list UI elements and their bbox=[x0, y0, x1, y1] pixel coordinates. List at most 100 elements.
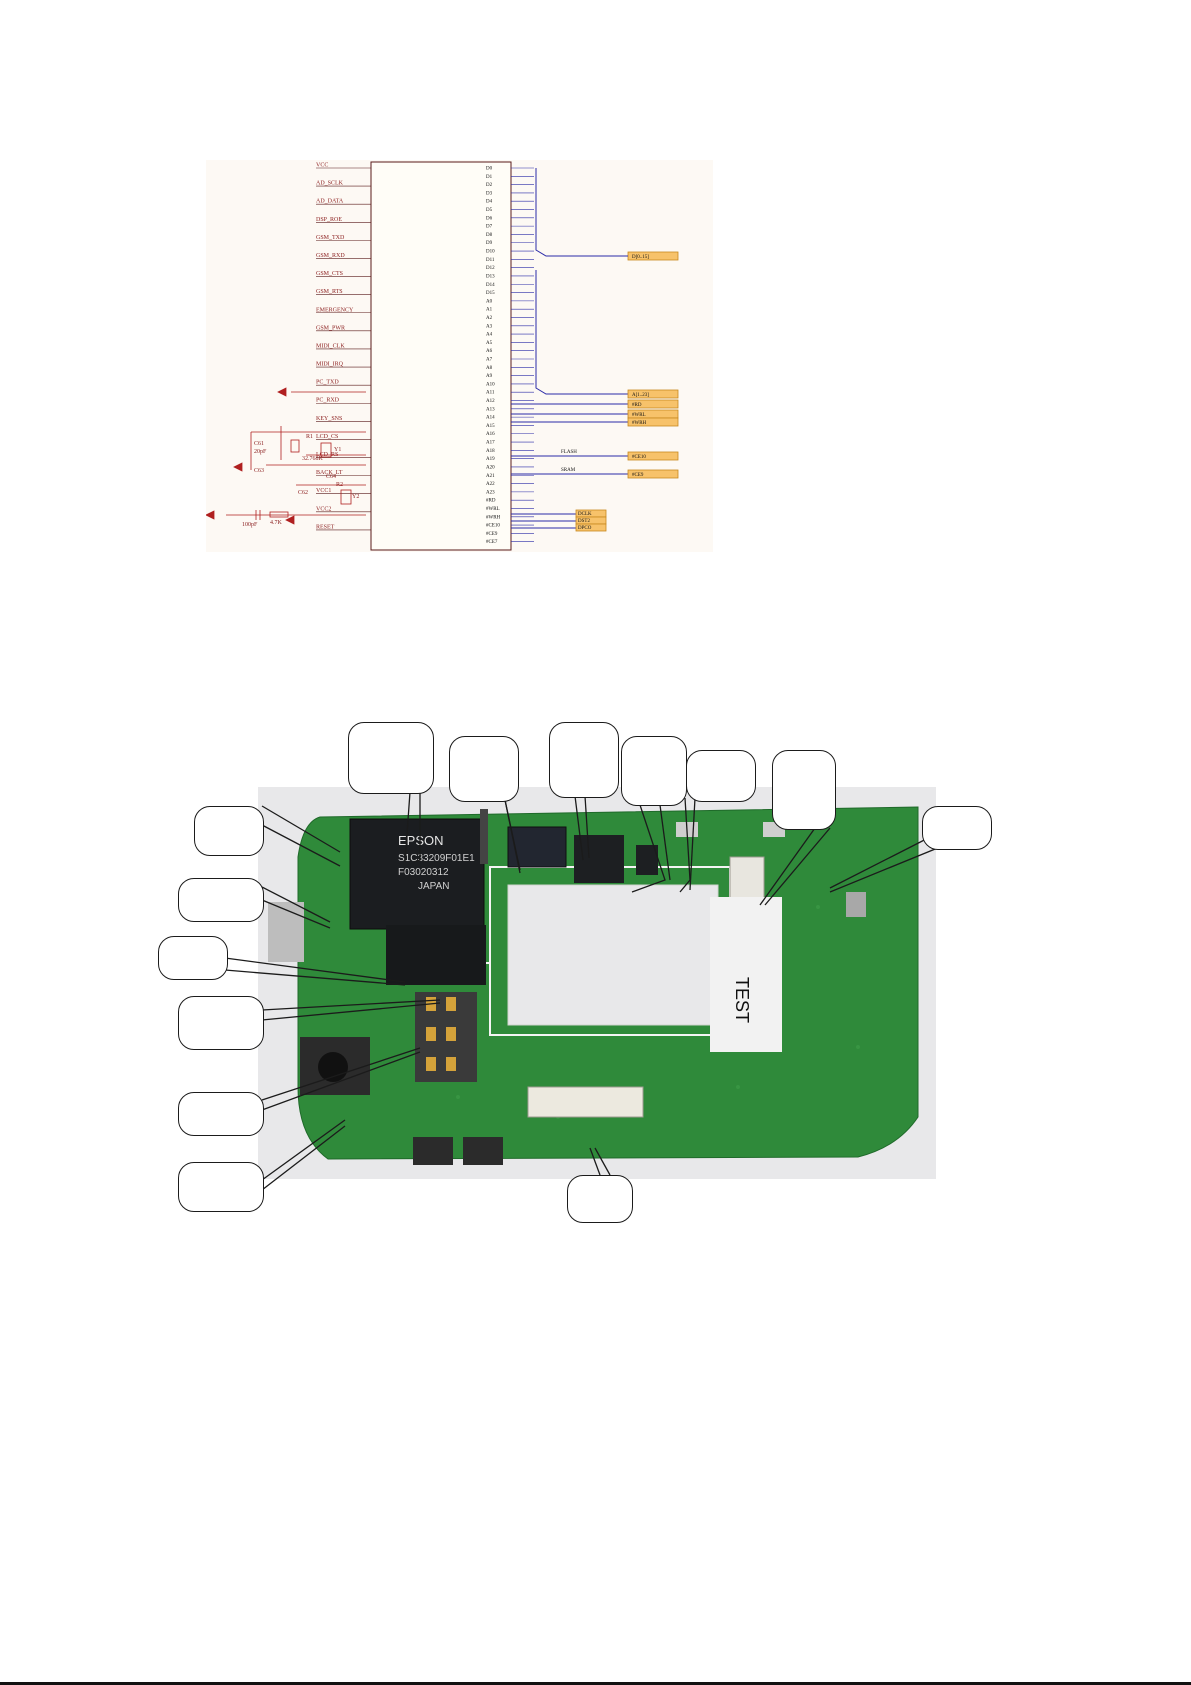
left-pin-label: RESET bbox=[316, 524, 335, 530]
svg-text:Y1: Y1 bbox=[334, 447, 341, 453]
right-pin-label: A14 bbox=[486, 416, 495, 421]
right-pin-label: A20 bbox=[486, 465, 495, 470]
right-pin-label: D14 bbox=[486, 283, 495, 288]
data-bus-tag-text: D[0..15] bbox=[632, 255, 649, 260]
right-pin-label: A9 bbox=[486, 374, 493, 379]
right-pin-label: D8 bbox=[486, 233, 493, 238]
svg-text:#WRH: #WRH bbox=[632, 421, 647, 426]
side-switch bbox=[846, 892, 866, 917]
svg-text:C62: C62 bbox=[298, 490, 308, 496]
left-pin-label: GSM_CTS bbox=[316, 271, 343, 277]
pcb-photo: EPSON S1C33209F01E1 F03020312 JAPAN bbox=[258, 787, 936, 1179]
right-pin-label: D15 bbox=[486, 291, 495, 296]
component-labels: C61 C63 R1 32.768K Y1 20pF 100pF 4.7K C6… bbox=[242, 434, 359, 528]
right-pin-label: D10 bbox=[486, 250, 495, 255]
chip-marking-line-2: S1C33209F01E1 bbox=[398, 853, 475, 864]
left-pin-label: KEY_SNS bbox=[316, 416, 342, 422]
right-pin-group: D0D1D2D3D4D5D6D7D8D9D10D11D12D13D14D15A0… bbox=[486, 167, 534, 545]
schematic-drawing: VCCAD_SCLKAD_DATADSP_ROEGSM_TXDGSM_RXDGS… bbox=[205, 161, 679, 551]
svg-text:#RD: #RD bbox=[632, 403, 642, 408]
small-ic bbox=[636, 845, 658, 875]
right-pin-label: D12 bbox=[486, 266, 495, 271]
right-pin-label: D9 bbox=[486, 241, 493, 246]
left-pin-label: VCC2 bbox=[316, 506, 331, 512]
svg-text:FLASH: FLASH bbox=[561, 450, 577, 455]
right-pin-label: A17 bbox=[486, 441, 495, 446]
svg-text:R2: R2 bbox=[336, 482, 343, 488]
callout-cpu bbox=[348, 722, 434, 794]
svg-text:Y2: Y2 bbox=[352, 494, 359, 500]
right-pin-label: D6 bbox=[486, 216, 493, 221]
right-pin-label: A2 bbox=[486, 316, 493, 321]
right-pin-label: D13 bbox=[486, 274, 495, 279]
svg-text:#WRL: #WRL bbox=[632, 413, 646, 418]
left-pin-label: GSM_TXD bbox=[316, 235, 345, 241]
callout-top-connector bbox=[772, 750, 836, 830]
right-pin-label: #CE9 bbox=[486, 532, 498, 537]
right-pin-label: A23 bbox=[486, 490, 495, 495]
address-bus-tag-text: A[1..23] bbox=[632, 393, 649, 398]
memory-chip bbox=[386, 925, 486, 985]
right-pin-label: A1 bbox=[486, 308, 493, 313]
right-pin-label: A3 bbox=[486, 324, 493, 329]
left-pin-label: VCC bbox=[316, 163, 328, 169]
left-pin-group: VCCAD_SCLKAD_DATADSP_ROEGSM_TXDGSM_RXDGS… bbox=[316, 163, 371, 530]
bga-chip bbox=[507, 826, 567, 868]
left-pin-label: MIDI_CLK bbox=[316, 343, 345, 349]
right-pin-label: A13 bbox=[486, 407, 495, 412]
svg-text:4.7K: 4.7K bbox=[270, 520, 283, 526]
right-pin-label: #CE10 bbox=[486, 524, 500, 529]
callout-connector-strip bbox=[449, 736, 519, 802]
right-pin-label: D0 bbox=[486, 167, 493, 172]
right-pin-label: A18 bbox=[486, 449, 495, 454]
left-pin-label: GSM_PWR bbox=[316, 325, 345, 331]
right-pin-label: A11 bbox=[486, 391, 495, 396]
left-pin-label: AD_DATA bbox=[316, 199, 344, 205]
chip-marking-line-4: JAPAN bbox=[418, 881, 450, 892]
right-pin-label: A22 bbox=[486, 482, 495, 487]
left-pin-label: PC_RXD bbox=[316, 398, 340, 404]
control-tags: #RD #WRL #WRH #CE10 FLASH #CE9 SRAM DCLK… bbox=[511, 399, 679, 532]
callout-small-ic bbox=[686, 750, 756, 802]
svg-text:C63: C63 bbox=[254, 468, 264, 474]
connector-strip bbox=[480, 809, 488, 864]
svg-text:C61: C61 bbox=[254, 441, 264, 447]
left-pin-label: GSM_RTS bbox=[316, 289, 343, 295]
display-window-cutout bbox=[507, 884, 719, 1026]
svg-text:R1: R1 bbox=[306, 434, 313, 440]
callout-bga-chip bbox=[549, 722, 619, 798]
top-connector-left bbox=[676, 822, 698, 837]
right-pin-label: A4 bbox=[486, 333, 493, 338]
left-pin-label: PC_TXD bbox=[316, 380, 339, 386]
chip-marking-line-1: EPSON bbox=[398, 833, 444, 848]
right-pin-label: A6 bbox=[486, 349, 493, 354]
callout-left-2 bbox=[178, 878, 264, 922]
left-pin-label: VCC1 bbox=[316, 488, 331, 494]
right-pin-label: A0 bbox=[486, 299, 493, 304]
left-pin-label: DSP_ROE bbox=[316, 217, 342, 223]
callout-left-3 bbox=[158, 936, 228, 980]
right-pin-label: A16 bbox=[486, 432, 495, 437]
data-bus-wire bbox=[535, 168, 586, 257]
address-bus-wire bbox=[535, 270, 586, 395]
right-pin-label: D5 bbox=[486, 208, 493, 213]
left-pin-label: MIDI_IRQ bbox=[316, 362, 344, 368]
cpu-ic-body bbox=[370, 161, 512, 551]
page-bottom-rule bbox=[0, 1682, 1191, 1685]
address-bus-tag bbox=[627, 389, 679, 399]
right-pin-label: D1 bbox=[486, 175, 493, 180]
right-pin-label: A15 bbox=[486, 424, 495, 429]
callout-left-5 bbox=[178, 1092, 264, 1136]
svg-text:20pF: 20pF bbox=[254, 449, 267, 455]
test-sticker-text: TEST bbox=[732, 977, 752, 1023]
right-pin-label: #RD bbox=[486, 499, 496, 504]
right-pin-label: A7 bbox=[486, 358, 493, 363]
svg-text:DST2: DST2 bbox=[578, 519, 590, 524]
left-pin-label: BACK_LT bbox=[316, 470, 343, 476]
right-pin-label: A12 bbox=[486, 399, 495, 404]
test-sticker bbox=[710, 897, 782, 1052]
left-pin-label: LCD_CS bbox=[316, 434, 338, 440]
right-pin-label: #WRL bbox=[486, 507, 500, 512]
left-pin-label: AD_SCLK bbox=[316, 181, 344, 187]
